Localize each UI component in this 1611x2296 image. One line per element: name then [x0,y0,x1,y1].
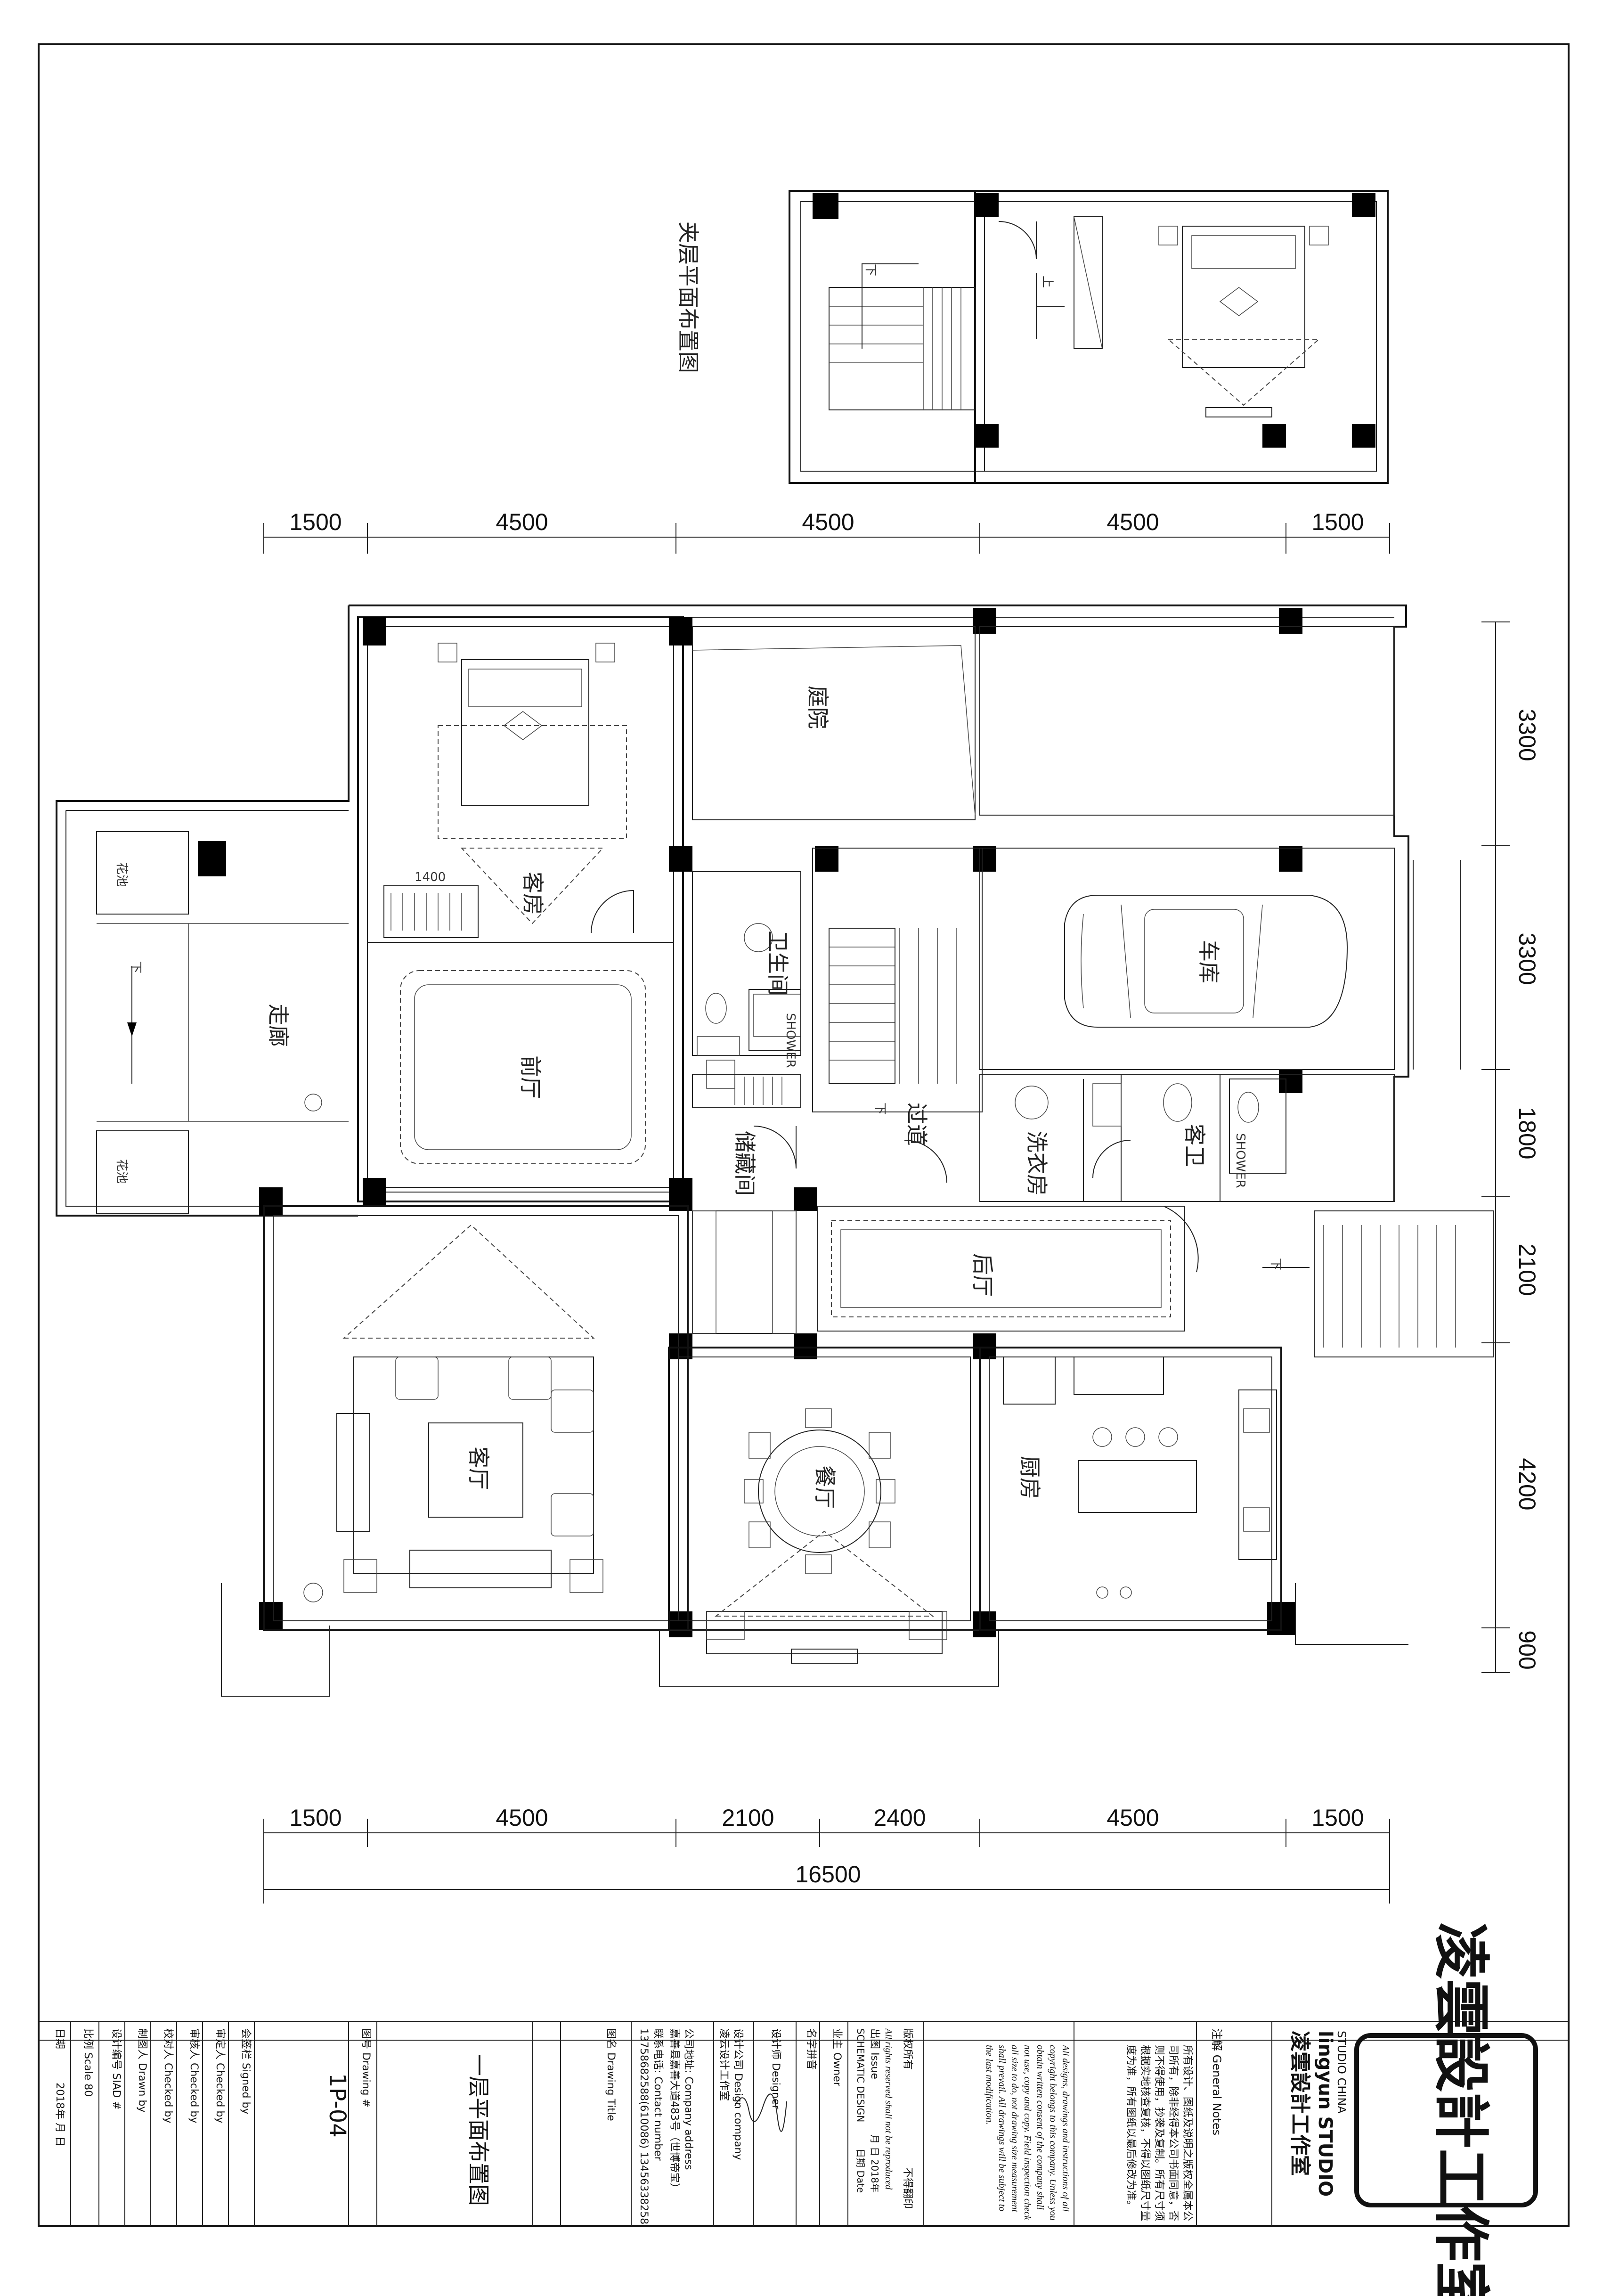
mezzanine-title: 夹层平面布置图 [675,221,701,373]
company-address-label: 公司地址: Company address [683,2028,694,2170]
issue-date-value: 月 日 2018年 [869,2134,880,2193]
sheet-border [38,43,1570,2227]
top-dim-4: 4500 [1107,509,1159,535]
logo-text: 凌雲設計工作室 [1428,1922,1493,2296]
drawing-no-label: 图号 Drawing # [360,2028,372,2108]
terrace-label: 走廊 [266,1004,291,1047]
corridor-label: 过道 [904,1103,929,1146]
bathroom-1-label: 卫生间 [765,931,790,996]
date2-value: 2018年 月 日 [54,2083,65,2147]
contact-value: 13758682588(610086) 13456338258 [638,2028,650,2224]
drawing-title-label: 图名 Drawing Title [605,2028,617,2121]
bottom-dim-2: 4500 [496,1805,548,1831]
checked-label: 校对人 Checked by [162,2028,174,2123]
hall-label: 前厅 [518,1055,543,1099]
total-dim: 16500 [795,1861,861,1887]
issue-value: SCHEMATIC DESIGN [855,2028,866,2122]
car-icon [1064,895,1348,1028]
bottom-dimension-line [263,1819,1390,1904]
void-label: 庭院 [805,686,830,729]
approved-label: 审定人 Checked by [214,2028,226,2123]
bottom-dim-1: 1500 [289,1805,342,1831]
rear-hall-label: 后厅 [970,1253,995,1297]
studio-sub: STUDIO CHINA [1335,2031,1348,2114]
up-label-mezzanine: 上 [1040,276,1054,288]
notes-label: 注解 General Notes [1210,2028,1223,2135]
title-block [39,2021,1569,2226]
designer-signature [734,2093,787,2132]
guest-bedroom-label: 客房 [520,872,545,915]
living-room-label: 客厅 [466,1446,491,1490]
drawn-label: 制图人 Drawn by [136,2028,148,2112]
top-dim-3: 4500 [802,509,854,535]
no-copy-label: 不得翻印 [902,2167,913,2209]
bottom-dim-5: 4500 [1107,1805,1159,1831]
sheet-label: 设计编号 SIAD # [110,2028,122,2110]
title-block-text: 凌雲設計工作室 lingyun STUDIO STUDIO CHINA 注解 G… [54,2027,1348,2224]
date2-label: 日期 [54,2028,65,2049]
notes-cn-box: 所有设计、图纸及说明之版权全属本公司所有，除非经得本公司书面同意，否则不得使用，… [1125,2045,1193,2222]
issue-date-label: 日期 Date [855,2149,866,2193]
down-label-terrace: 下 [129,961,143,973]
studio-name-cn: 凌雲設計工作室 [1288,2031,1312,2176]
planter-1-label: 花池 [114,862,129,887]
owner-label: 业主 Owner [831,2028,843,2087]
right-dim-1: 3300 [1514,709,1540,761]
bottom-dim-4: 2400 [873,1805,926,1831]
bathroom-2-label: 客卫 [1182,1124,1207,1167]
contact-label: 联系电话: Contact number [652,2028,664,2161]
logo-seal [1354,2033,1538,2207]
down-label-mezzanine: 下 [863,264,878,276]
bottom-dim-6: 1500 [1311,1805,1364,1831]
studio-name-en: lingyun STUDIO [1314,2031,1336,2197]
notes-en: All designs, drawings and instructions o… [984,2045,1071,2221]
top-dim-1: 1500 [289,509,342,535]
garage-label: 车库 [1196,940,1221,983]
right-dim-5: 4200 [1514,1458,1540,1510]
right-dimension-line [1481,621,1510,1673]
planter-2-label: 花池 [114,1159,129,1184]
company-address-value: 嘉善县嘉善大道483号（世博帝宝） [668,2028,680,2193]
down-label-rear: 下 [1269,1258,1283,1270]
wardrobe-dim: 1400 [415,870,446,884]
project-label: 名字拼音 [805,2028,817,2070]
top-dim-5: 1500 [1311,509,1364,535]
mezzanine-plan [789,190,1389,484]
design-company-value: 凌云设计工作室 [718,2028,730,2101]
drawing-title-value: 一层平面布置图 [466,2054,491,2206]
right-dim-2: 3300 [1514,932,1540,985]
designer-label: 设计师 Designer [770,2028,781,2109]
copyright-label: 版权所有 [902,2028,913,2070]
signed-label: 会签栏 Signed by [240,2028,252,2114]
ground-floor-plan [56,605,1494,1697]
shower-1-label: SHOWER [783,1013,797,1068]
kitchen-label: 厨房 [1017,1456,1042,1499]
storage-label: 储藏间 [732,1131,757,1196]
rights-en: All rights reserved shall not be reprodu… [883,2027,894,2190]
dining-room-label: 餐厅 [812,1465,838,1509]
down-label-stair: 下 [873,1103,887,1115]
notes-cn: 所有设计、图纸及说明之版权全属本公司所有，除非经得本公司书面同意，否则不得使用，… [1125,2045,1193,2222]
right-dim-3: 1800 [1514,1107,1540,1159]
right-dim-4: 2100 [1514,1243,1540,1296]
reviewed-label: 审核人 Checked by [188,2028,200,2123]
drawing-no-value: 1P-04 [324,2073,350,2138]
right-dim-6: 900 [1514,1630,1540,1669]
shower-2-label: SHOWER [1233,1133,1247,1188]
bottom-dim-3: 2100 [722,1805,774,1831]
notes-en-box: All designs, drawings and instructions o… [984,2045,1071,2221]
top-dimension-line [263,523,1390,554]
design-company-label: 设计公司 Design company [732,2028,744,2160]
scale-label: 比例 Scale 80 [82,2028,94,2097]
issue-label: 出图 Issue [869,2028,880,2079]
top-dim-2: 4500 [496,509,548,535]
laundry-label: 洗衣房 [1024,1131,1050,1196]
